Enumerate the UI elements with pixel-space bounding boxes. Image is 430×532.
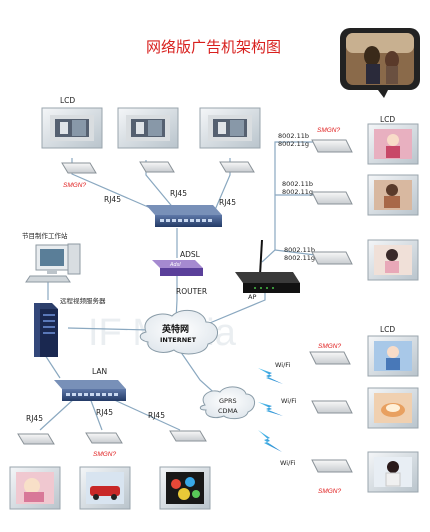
player-box-bottom-2: [85, 432, 123, 444]
label-wifi-1: Wi/Fi: [275, 361, 291, 369]
network-switch-lan: [54, 380, 126, 401]
label-wl-g-1: 8002.11g: [278, 140, 309, 148]
player-box-right-5: [311, 400, 353, 414]
lcd-right-1: [367, 123, 419, 165]
label-wifi-2: Wi/Fi: [281, 397, 297, 405]
lcd-top-3: [199, 107, 261, 149]
workstation-computer: [25, 243, 81, 283]
player-box-bottom-3: [169, 430, 207, 442]
player-box-top-1: [61, 162, 97, 174]
label-rj45-top-1: RJ45: [104, 195, 121, 204]
label-lan: LAN: [92, 367, 107, 376]
label-wifi-3: Wi/Fi: [280, 459, 296, 467]
lcd-right-3: [367, 239, 419, 281]
brand-tag: SMGN?: [318, 343, 342, 350]
adsl-modem: Adsl: [152, 260, 203, 276]
lcd-bottom-3: [159, 466, 211, 510]
label-rj45-lan-3: RJ45: [148, 411, 165, 420]
lcd-right-5: [367, 387, 419, 429]
brand-tag: SMGN?: [93, 451, 117, 458]
internet-hub: [139, 309, 218, 355]
label-cdma: CDMA: [218, 407, 238, 415]
lcd-top-1: [41, 107, 103, 149]
video-server: [34, 303, 58, 357]
label-ap: AP: [248, 293, 256, 301]
wifi-signal-icon: [258, 368, 283, 384]
brand-tag: SMGN?: [63, 182, 87, 189]
label-rj45-lan-2: RJ45: [96, 408, 113, 417]
label-wl-b-1: 8002.11b: [278, 132, 309, 140]
wifi-signal-icon: [258, 402, 283, 416]
label-lcd-top: LCD: [60, 96, 75, 105]
label-wl-g-3: 8002.11g: [284, 254, 315, 262]
gprs-cdma-hub: [199, 386, 255, 420]
player-box-right-1: [311, 139, 353, 153]
player-box-top-3: [219, 161, 255, 173]
lcd-top-2: [117, 107, 179, 149]
label-internet-cn: 英特网: [161, 323, 189, 335]
brand-tag: SMGN?: [317, 127, 341, 134]
wifi-signal-icon: [258, 430, 282, 452]
label-wl-b-2: 8002.11b: [282, 180, 313, 188]
wireless-ap: [235, 239, 300, 293]
label-rj45-top-3: RJ45: [219, 198, 236, 207]
label-gprs: GPRS: [219, 397, 237, 405]
lcd-right-2: [367, 174, 419, 216]
player-box-right-3: [311, 251, 353, 265]
label-rj45-top-2: RJ45: [170, 189, 187, 198]
player-box-right-4: [309, 351, 351, 365]
label-lcd-right-2: LCD: [380, 325, 395, 334]
label-server: 远程视频服务器: [60, 296, 106, 305]
brand-tag: SMGN?: [318, 488, 342, 495]
label-rj45-lan-1: RJ45: [26, 414, 43, 423]
player-box-top-2: [139, 161, 175, 173]
player-box-right-6: [311, 459, 353, 473]
lcd-right-6: [367, 451, 419, 493]
label-router: ROUTER: [176, 287, 207, 296]
label-wl-g-2: 8002.11g: [282, 188, 313, 196]
lcd-bottom-1: [9, 466, 61, 510]
label-internet-en: INTERNET: [160, 336, 197, 344]
label-studio: 节目制作工作站: [22, 231, 68, 240]
label-lcd-right: LCD: [380, 115, 395, 124]
svg-text:Adsl: Adsl: [169, 262, 181, 268]
player-box-bottom-1: [17, 433, 55, 445]
player-box-right-2: [311, 191, 353, 205]
page-title: 网络版广告机架构图: [146, 38, 281, 56]
label-wl-b-3: 8002.11b: [284, 246, 315, 254]
lcd-bottom-2: [79, 466, 131, 510]
label-adsl: ADSL: [180, 250, 201, 259]
lcd-right-4: [367, 335, 419, 377]
network-switch-top: [146, 205, 222, 227]
promo-photo: [340, 28, 420, 98]
